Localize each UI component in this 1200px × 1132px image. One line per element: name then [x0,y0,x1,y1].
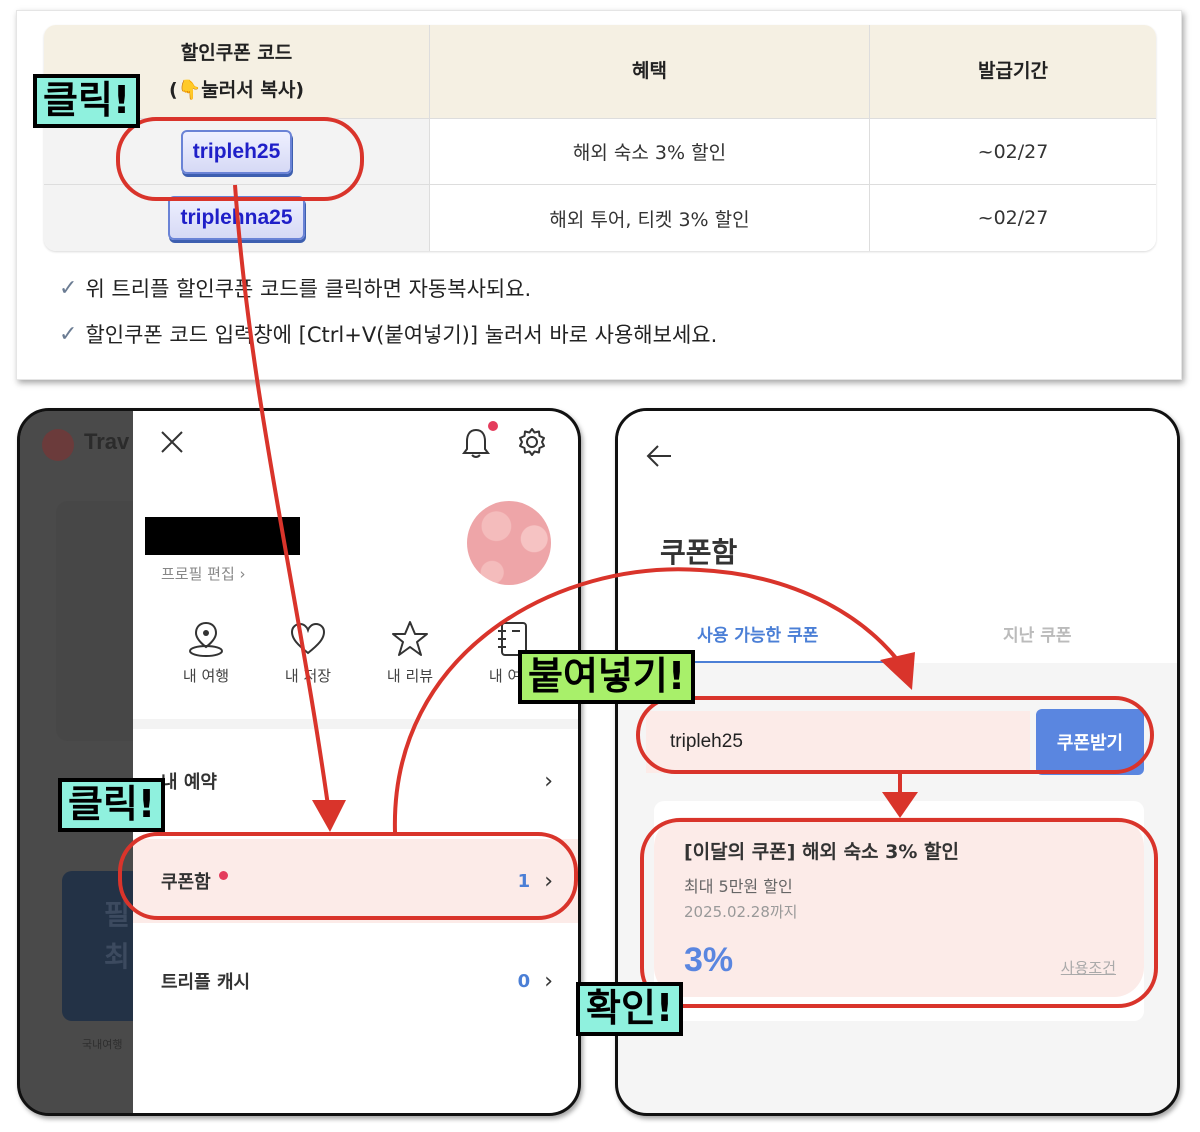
notification-dot [488,421,498,431]
coupon-expiry: 2025.02.28까지 [684,903,798,921]
menu-coupon-box[interactable]: 쿠폰함 1 › [133,839,578,923]
coupon-info-card: 할인쿠폰 코드 (👇눌러서 복사) 혜택 발급기간 tripleh25 해외 숙… [16,10,1182,380]
new-badge-dot [218,871,228,880]
menu-triple-cash[interactable]: 트리플 캐시 0 › [161,968,553,994]
table-row: triplehna25 해외 투어, 티켓 3% 할인 ~02/27 [44,185,1156,251]
check-icon: ✓ [59,275,78,301]
gear-icon[interactable] [517,427,547,461]
hint-item: ✓위 트리플 할인쿠폰 코드를 클릭하면 자동복사되요. [59,275,532,302]
coupon-title: [이달의 쿠폰] 해외 숙소 3% 할인 [684,841,959,863]
table-row: tripleh25 해외 숙소 3% 할인 ~02/27 [44,119,1156,185]
app-logo-icon [42,429,74,461]
avatar[interactable] [467,501,551,585]
back-arrow-icon[interactable] [644,441,674,475]
chevron-right-icon: › [544,968,553,994]
coupon-code-button-tripleh25[interactable]: tripleh25 [180,129,293,174]
background-banner: 필 최 [62,871,142,1021]
coupon-card[interactable]: [이달의 쿠폰] 해외 숙소 3% 할인 최대 5만원 할인 2025.02.2… [654,801,1144,1021]
header-period: 발급기간 [870,25,1156,119]
annotation-click-2: 클릭! [58,778,166,832]
coupon-terms-link[interactable]: 사용조건 [1060,959,1116,977]
page-title: 쿠폰함 [660,536,738,569]
period-cell: ~02/27 [870,185,1156,251]
cash-count: 0 [517,970,531,992]
header-benefit: 혜택 [430,25,870,119]
check-icon: ✓ [59,321,78,347]
benefit-cell: 해외 숙소 3% 할인 [430,119,870,185]
section-divider [133,719,578,729]
chevron-right-icon: › [544,768,553,794]
quick-reviews[interactable]: 내 리뷰 [359,619,461,686]
coupon-code-input[interactable] [646,711,1030,773]
period-cell: ~02/27 [870,119,1156,185]
star-icon [392,621,428,656]
quick-my-trips[interactable]: 내 여행 [155,619,257,686]
map-pin-icon [189,621,223,657]
coupon-percent: 3% [684,941,734,979]
redacted-username [145,517,300,555]
close-icon[interactable] [159,429,185,459]
bell-icon[interactable] [461,427,491,463]
nav-domestic-travel: 국내여행 [82,1038,123,1051]
quick-saved[interactable]: 내 저장 [257,619,359,686]
side-drawer: 프로필 편집 › 내 여행 내 저장 내 리뷰 내 여행 내 예약 › [133,411,578,1113]
coupon-count: 1 [517,870,531,892]
benefit-cell: 해외 투어, 티켓 3% 할인 [430,185,870,251]
coupon-tabs: 사용 가능한 쿠폰 지난 쿠폰 [618,621,1177,663]
profile-edit-link[interactable]: 프로필 편집 › [161,565,246,583]
get-coupon-button[interactable]: 쿠폰받기 [1036,709,1144,775]
chevron-right-icon: › [544,868,553,894]
annotation-confirm: 확인! [576,982,684,1036]
coupon-code-table: 할인쿠폰 코드 (👇눌러서 복사) 혜택 발급기간 tripleh25 해외 숙… [44,25,1156,251]
annotation-click-1: 클릭! [33,74,141,128]
app-title: Trav [84,429,130,454]
dimmed-background-app: Trav 필 최 국내여행 [20,411,146,1113]
heart-icon [290,622,326,655]
tab-past-coupons[interactable]: 지난 쿠폰 [1003,626,1072,646]
right-phone-screen: 쿠폰함 사용 가능한 쿠폰 지난 쿠폰 쿠폰받기 [이달의 쿠폰] 해외 숙소 … [615,408,1180,1116]
annotation-paste: 붙여넣기! [518,650,696,704]
left-phone-screen: Trav 필 최 국내여행 프로필 편집 › 내 여행 내 [17,408,581,1116]
coupon-code-button-triplehna25[interactable]: triplehna25 [168,196,305,240]
menu-my-reservations[interactable]: 내 예약 › [161,768,553,794]
hint-list: ✓위 트리플 할인쿠폰 코드를 클릭하면 자동복사되요. ✓할인쿠폰 코드 입력… [59,273,717,365]
hint-item: ✓할인쿠폰 코드 입력창에 [Ctrl+V(붙여넣기)] 눌러서 바로 사용해보… [59,321,718,348]
quick-menu: 내 여행 내 저장 내 리뷰 내 여행 [155,619,575,686]
coupon-max-discount: 최대 5만원 할인 [684,877,793,896]
